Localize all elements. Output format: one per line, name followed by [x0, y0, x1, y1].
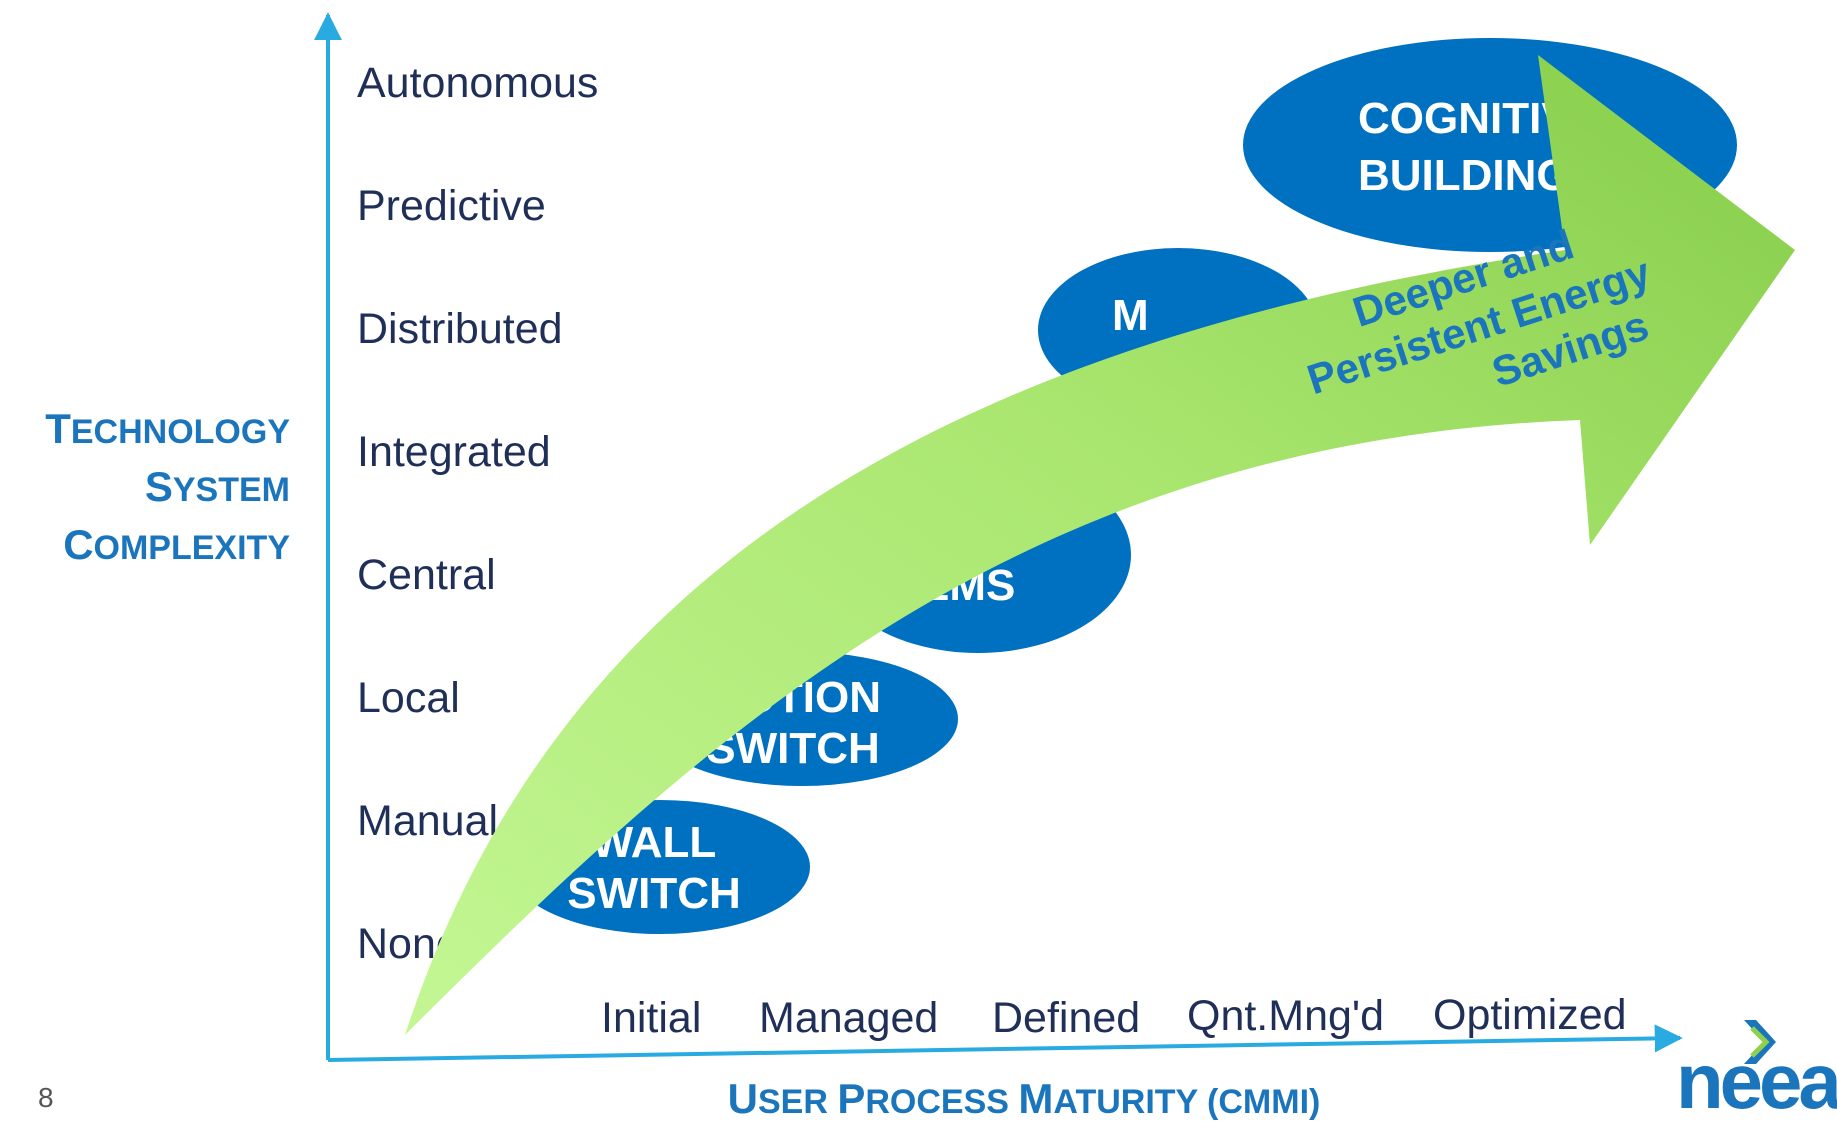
x-axis-title: USER PROCESS MATURITY (CMMI)	[728, 1075, 1321, 1122]
y-axis-title-line-3: COMPLEXITY	[63, 521, 290, 568]
y-level-local: Local	[357, 674, 460, 722]
x-level-defined: Defined	[992, 994, 1140, 1042]
x-level-optimized: Optimized	[1433, 991, 1627, 1039]
y-level-predictive: Predictive	[357, 182, 546, 230]
stage-cognitive-building-line-2: BUILDING	[1358, 151, 1571, 200]
logo-chevron-accent-icon	[1750, 1026, 1770, 1058]
x-level-managed: Managed	[759, 994, 938, 1042]
x-axis-levels: Initial Managed Defined Qnt.Mng'd Optimi…	[601, 991, 1627, 1042]
page-number: 8	[38, 1082, 54, 1113]
y-level-manual: Manual	[357, 797, 498, 845]
stage-m-label: M	[1112, 291, 1149, 340]
y-axis-title-line-2: SYSTEM	[145, 463, 290, 510]
x-axis-line	[327, 1024, 1683, 1062]
y-level-integrated: Integrated	[357, 428, 551, 476]
x-level-qnt-mngd: Qnt.Mng'd	[1187, 992, 1384, 1040]
y-axis-title: TECHNOLOGY SYSTEM COMPLEXITY	[45, 405, 290, 568]
y-axis-levels: Autonomous Predictive Distributed Integr…	[357, 59, 598, 968]
neea-logo: neea	[1676, 1020, 1837, 1123]
stage-wall-switch-line-2: SWITCH	[567, 869, 741, 918]
y-axis-title-line-1: TECHNOLOGY	[45, 405, 290, 452]
y-level-distributed: Distributed	[357, 305, 563, 353]
savings-arrow	[405, 55, 1795, 1035]
y-level-autonomous: Autonomous	[357, 59, 598, 107]
logo-chevron-icon	[1744, 1020, 1776, 1064]
y-level-central: Central	[357, 551, 496, 599]
x-level-initial: Initial	[601, 994, 701, 1042]
logo-wordmark: neea	[1676, 1037, 1837, 1123]
